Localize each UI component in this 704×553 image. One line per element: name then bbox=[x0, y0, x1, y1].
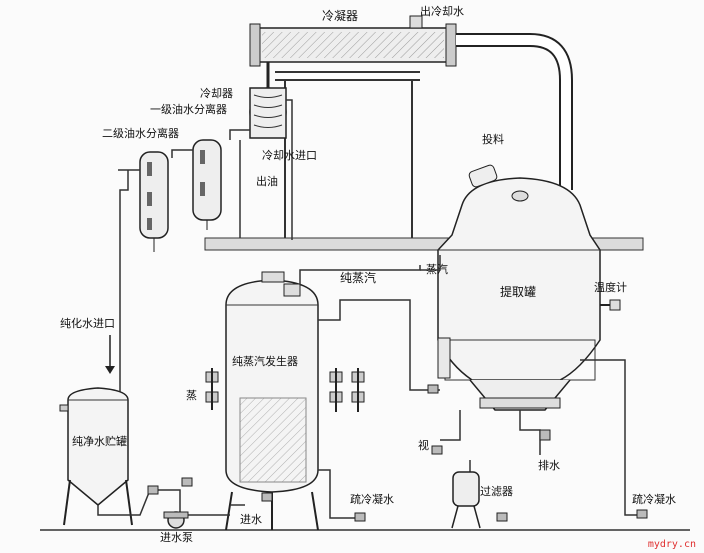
separator-pipes bbox=[118, 99, 293, 398]
pure-steam-generator-label: 纯蒸汽发生器 bbox=[232, 355, 298, 368]
generator-valves-left bbox=[205, 368, 219, 410]
pure-steam-generator bbox=[225, 271, 319, 531]
sight-glass-label: 视 bbox=[418, 439, 429, 452]
extraction-level-gauge bbox=[437, 337, 451, 379]
pure-steam-label: 纯蒸汽 bbox=[340, 271, 377, 285]
feed-label: 投料 bbox=[482, 133, 504, 146]
small-valves bbox=[147, 384, 648, 522]
boiler-mark-label: 蒸 bbox=[186, 389, 197, 402]
condensate-right-label: 疏冷凝水 bbox=[632, 493, 676, 506]
cooling-water-out-label: 出冷却水 bbox=[420, 5, 464, 18]
drain-label: 排水 bbox=[538, 459, 560, 472]
secondary-separator bbox=[139, 151, 169, 252]
feed-pump-label: 进水泵 bbox=[160, 531, 193, 544]
condensate-left-label: 疏冷凝水 bbox=[350, 493, 394, 506]
filter-label: 过滤器 bbox=[480, 485, 513, 498]
primary-separator-label: 一级油水分离器 bbox=[150, 103, 227, 116]
watermark: mydry.cn bbox=[647, 539, 696, 550]
condenser bbox=[249, 15, 457, 67]
extraction-tank-label: 提取罐 bbox=[500, 285, 537, 299]
condenser-label: 冷凝器 bbox=[322, 9, 359, 23]
purified-water-tank-label: 纯净水贮罐 bbox=[72, 435, 127, 448]
cooler bbox=[249, 62, 287, 139]
generator-valves-right bbox=[329, 368, 365, 412]
thermometer-label: 温度计 bbox=[594, 281, 627, 294]
primary-separator bbox=[192, 139, 222, 230]
purified-water-in-label: 纯化水进口 bbox=[60, 317, 115, 330]
oil-out-label: 出油 bbox=[256, 175, 278, 188]
water-inlet-label: 进水 bbox=[240, 513, 262, 526]
feed-pump bbox=[163, 511, 189, 529]
vapour-pipe bbox=[456, 33, 573, 190]
condenser-frame bbox=[275, 71, 420, 238]
secondary-separator-label: 二级油水分离器 bbox=[102, 127, 179, 140]
filter-vessel bbox=[451, 471, 481, 529]
steam-label: 蒸汽 bbox=[426, 263, 448, 276]
purified-water-tank bbox=[59, 387, 133, 526]
extraction-tank bbox=[437, 164, 621, 411]
cooling-water-in-label: 冷却水进口 bbox=[262, 149, 317, 162]
cooler-label: 冷却器 bbox=[200, 87, 233, 100]
